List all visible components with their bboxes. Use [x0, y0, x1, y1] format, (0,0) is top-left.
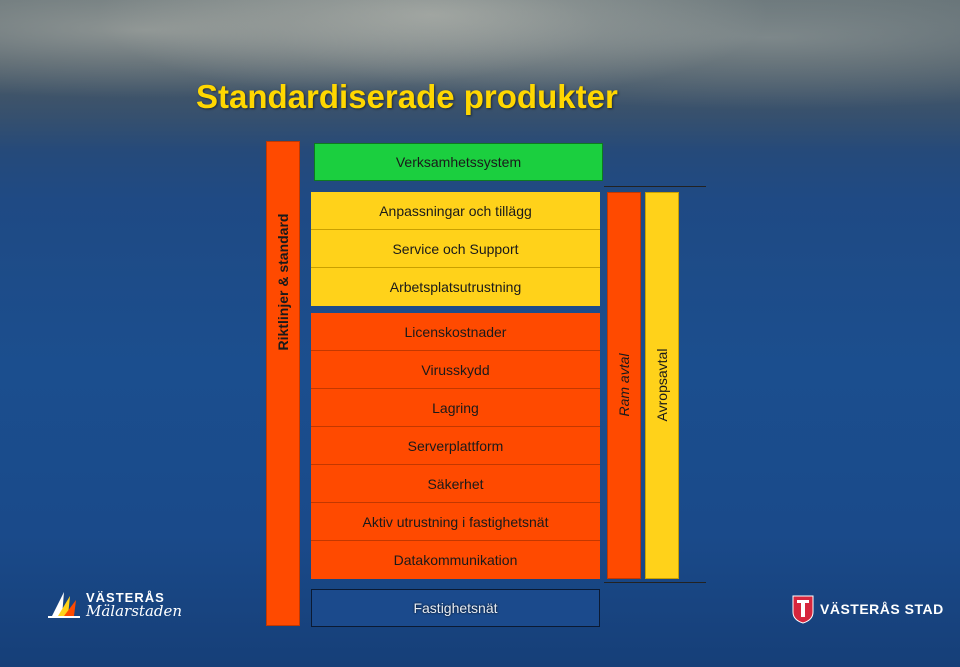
guidelines-bar: Riktlinjer & standard	[266, 141, 300, 626]
stack-item-data-communication: Datakommunikation	[311, 541, 600, 579]
separator-line	[604, 186, 706, 187]
call-off-agreement-bar: Avropsavtal	[645, 192, 679, 579]
stack-item-storage: Lagring	[311, 389, 600, 427]
property-network-box: Fastighetsnät	[311, 589, 600, 627]
framework-agreement-label: Ram avtal	[616, 353, 632, 417]
city-crest-icon	[792, 595, 814, 624]
stack-item-adaptations: Anpassningar och tillägg	[311, 192, 600, 230]
framework-agreement-bar: Ram avtal	[607, 192, 641, 579]
stack-item-license-costs: Licenskostnader	[311, 313, 600, 351]
vasteras-stad-logo: VÄSTERÅS STAD	[792, 594, 944, 624]
slide-title: Standardiserade produkter	[196, 78, 618, 115]
stack-item-active-equipment: Aktiv utrustning i fastighetsnät	[311, 503, 600, 541]
stack-item-antivirus: Virusskydd	[311, 351, 600, 389]
vasteras-malarstaden-logo: VÄSTERÅS Mälarstaden	[48, 590, 182, 620]
business-systems-box: Verksamhetssystem	[314, 143, 603, 181]
malarstaden-emblem-icon	[48, 592, 80, 618]
logo-left-line1: VÄSTERÅS	[86, 590, 165, 605]
logo-left-line2: Mälarstaden	[86, 602, 183, 620]
stack-item-service-support: Service och Support	[311, 230, 600, 268]
logo-right-text: VÄSTERÅS STAD	[820, 601, 944, 617]
stack-item-server-platform: Serverplattform	[311, 427, 600, 465]
background-aerial-photo	[0, 0, 960, 150]
stack-item-workplace-equipment: Arbetsplatsutrustning	[311, 268, 600, 306]
separator-line-bottom	[604, 582, 706, 583]
stack-item-security: Säkerhet	[311, 465, 600, 503]
guidelines-label: Riktlinjer & standard	[275, 213, 291, 351]
call-off-agreement-label: Avropsavtal	[654, 348, 670, 422]
